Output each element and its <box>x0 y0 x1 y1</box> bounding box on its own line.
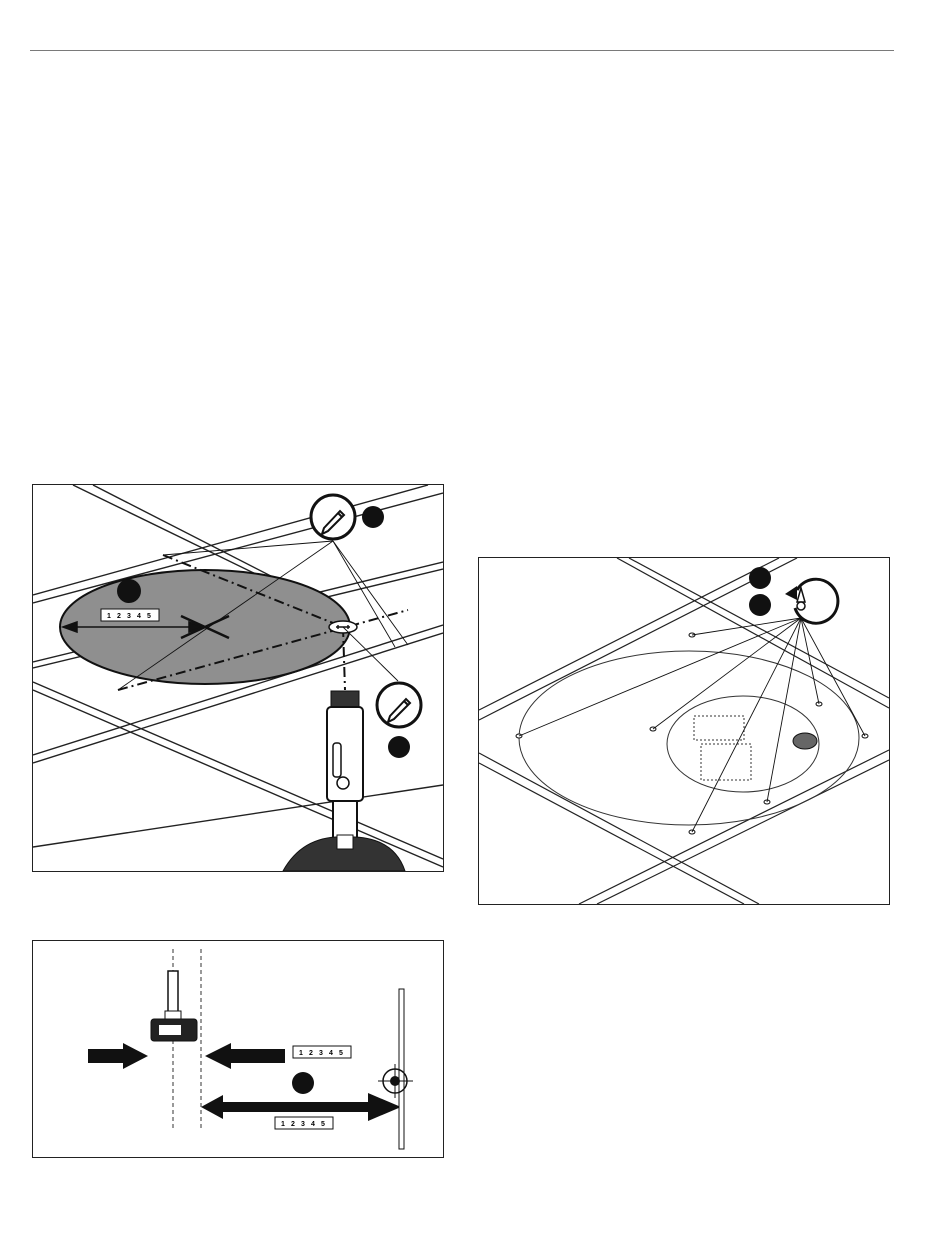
figure-2-illustration <box>479 558 889 904</box>
svg-text:4: 4 <box>329 1050 333 1057</box>
svg-text:4: 4 <box>137 613 141 620</box>
svg-text:2: 2 <box>309 1050 313 1057</box>
left-arrow <box>88 1043 148 1069</box>
figure-projection-distance: 1 2 3 4 5 1 2 3 4 5 <box>32 940 444 1158</box>
figure-1-illustration: 1 2 3 4 5 <box>33 485 443 871</box>
callout-1-fig3 <box>292 1072 314 1094</box>
ceiling-grid-2 <box>479 558 889 904</box>
pencil-icon <box>377 683 421 727</box>
callout-2-fig2 <box>749 594 771 616</box>
ruler-figure-3a: 1 2 3 4 5 <box>293 1046 351 1058</box>
callout-1-fig2 <box>749 567 771 589</box>
right-arrow <box>205 1043 285 1069</box>
svg-text:3: 3 <box>319 1050 323 1057</box>
header-rule <box>30 50 894 51</box>
rotate-tighten-icon <box>785 579 838 623</box>
callout-3 <box>388 736 410 758</box>
figure-ceiling-tile-marking: 1 2 3 4 5 <box>32 484 444 872</box>
svg-text:5: 5 <box>321 1121 325 1128</box>
ruler-figure-1: 1 2 3 4 5 <box>101 609 159 621</box>
svg-text:3: 3 <box>301 1121 305 1128</box>
svg-text:2: 2 <box>291 1121 295 1128</box>
cable-hole <box>793 733 817 749</box>
pencil-icon <box>311 495 355 539</box>
svg-text:2: 2 <box>117 613 121 620</box>
svg-text:4: 4 <box>311 1121 315 1128</box>
callout-2 <box>117 579 141 603</box>
svg-text:1: 1 <box>299 1050 303 1057</box>
projector <box>151 971 197 1041</box>
svg-text:1: 1 <box>107 613 111 620</box>
ruler-figure-3b: 1 2 3 4 5 <box>275 1117 333 1129</box>
target-crosshair-icon <box>378 1064 413 1098</box>
figure-mounting-plate-screws <box>478 557 890 905</box>
svg-text:3: 3 <box>127 613 131 620</box>
svg-text:5: 5 <box>147 613 151 620</box>
figure-3-illustration: 1 2 3 4 5 1 2 3 4 5 <box>33 941 443 1157</box>
callout-1 <box>362 506 384 528</box>
svg-text:1: 1 <box>281 1121 285 1128</box>
svg-text:5: 5 <box>339 1050 343 1057</box>
projection-screen <box>399 989 404 1149</box>
